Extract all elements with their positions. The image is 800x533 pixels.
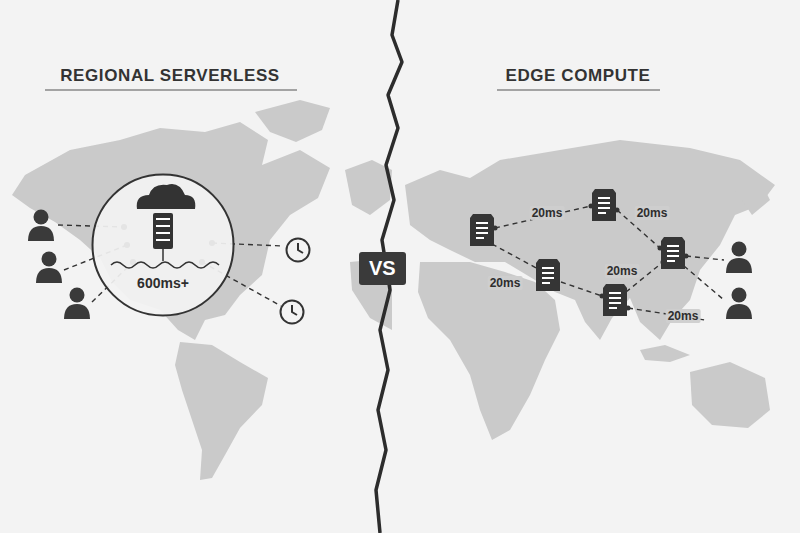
latency-label: 20ms xyxy=(488,276,523,290)
latency-label: 20ms xyxy=(635,206,670,220)
world-map-right xyxy=(405,140,775,440)
edge-server-icon xyxy=(592,189,616,221)
clock-icon xyxy=(287,239,310,262)
vs-badge: VS xyxy=(359,252,406,285)
world-map-left xyxy=(12,100,392,480)
region-circle: 600ms+ xyxy=(91,173,235,317)
edge-server-icon xyxy=(661,237,685,269)
edge-server-icon xyxy=(470,214,494,246)
latency-label: 20ms xyxy=(605,264,640,278)
badge-text: VS xyxy=(369,257,396,280)
clock-icon xyxy=(281,301,304,324)
user-icon xyxy=(64,288,90,320)
latency-value: 600ms+ xyxy=(137,275,189,291)
edge-server-icon xyxy=(603,284,627,316)
edge-links xyxy=(492,206,724,320)
user-icon xyxy=(726,242,752,274)
user-icon xyxy=(28,210,54,242)
section-title: REGIONAL SERVERLESS xyxy=(60,66,280,86)
edge-server-icon xyxy=(536,259,560,291)
section-title: EDGE COMPUTE xyxy=(505,66,650,86)
latency-label: 20ms xyxy=(530,206,565,220)
circle-outline xyxy=(91,173,235,317)
latency-label: 20ms xyxy=(666,309,701,323)
user-icon xyxy=(726,288,752,320)
user-icon xyxy=(36,252,62,284)
